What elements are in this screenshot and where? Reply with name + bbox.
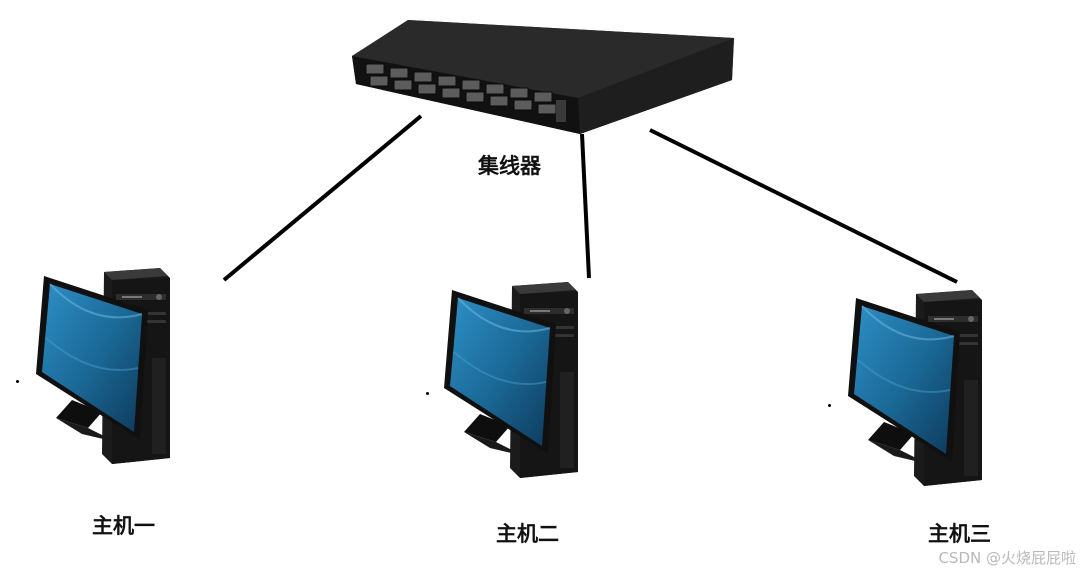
host-3-label: 主机三 [928, 521, 991, 546]
stray-dot [16, 380, 19, 383]
network-hub-icon [352, 20, 734, 134]
stray-dot [426, 392, 429, 395]
link-hub-host-3 [649, 128, 958, 284]
link-hub-host-2 [580, 133, 591, 279]
hub-label: 集线器 [478, 153, 541, 178]
host-2-computer-icon [443, 281, 579, 479]
host-2-label: 主机二 [496, 521, 559, 546]
stray-dot [828, 404, 831, 407]
host-3-computer-icon [847, 289, 983, 487]
host-1-computer-icon [35, 267, 171, 465]
watermark: CSDN @火烧屁屁啦 [938, 549, 1076, 567]
link-hub-host-1 [222, 114, 423, 282]
host-1-label: 主机一 [92, 513, 155, 538]
